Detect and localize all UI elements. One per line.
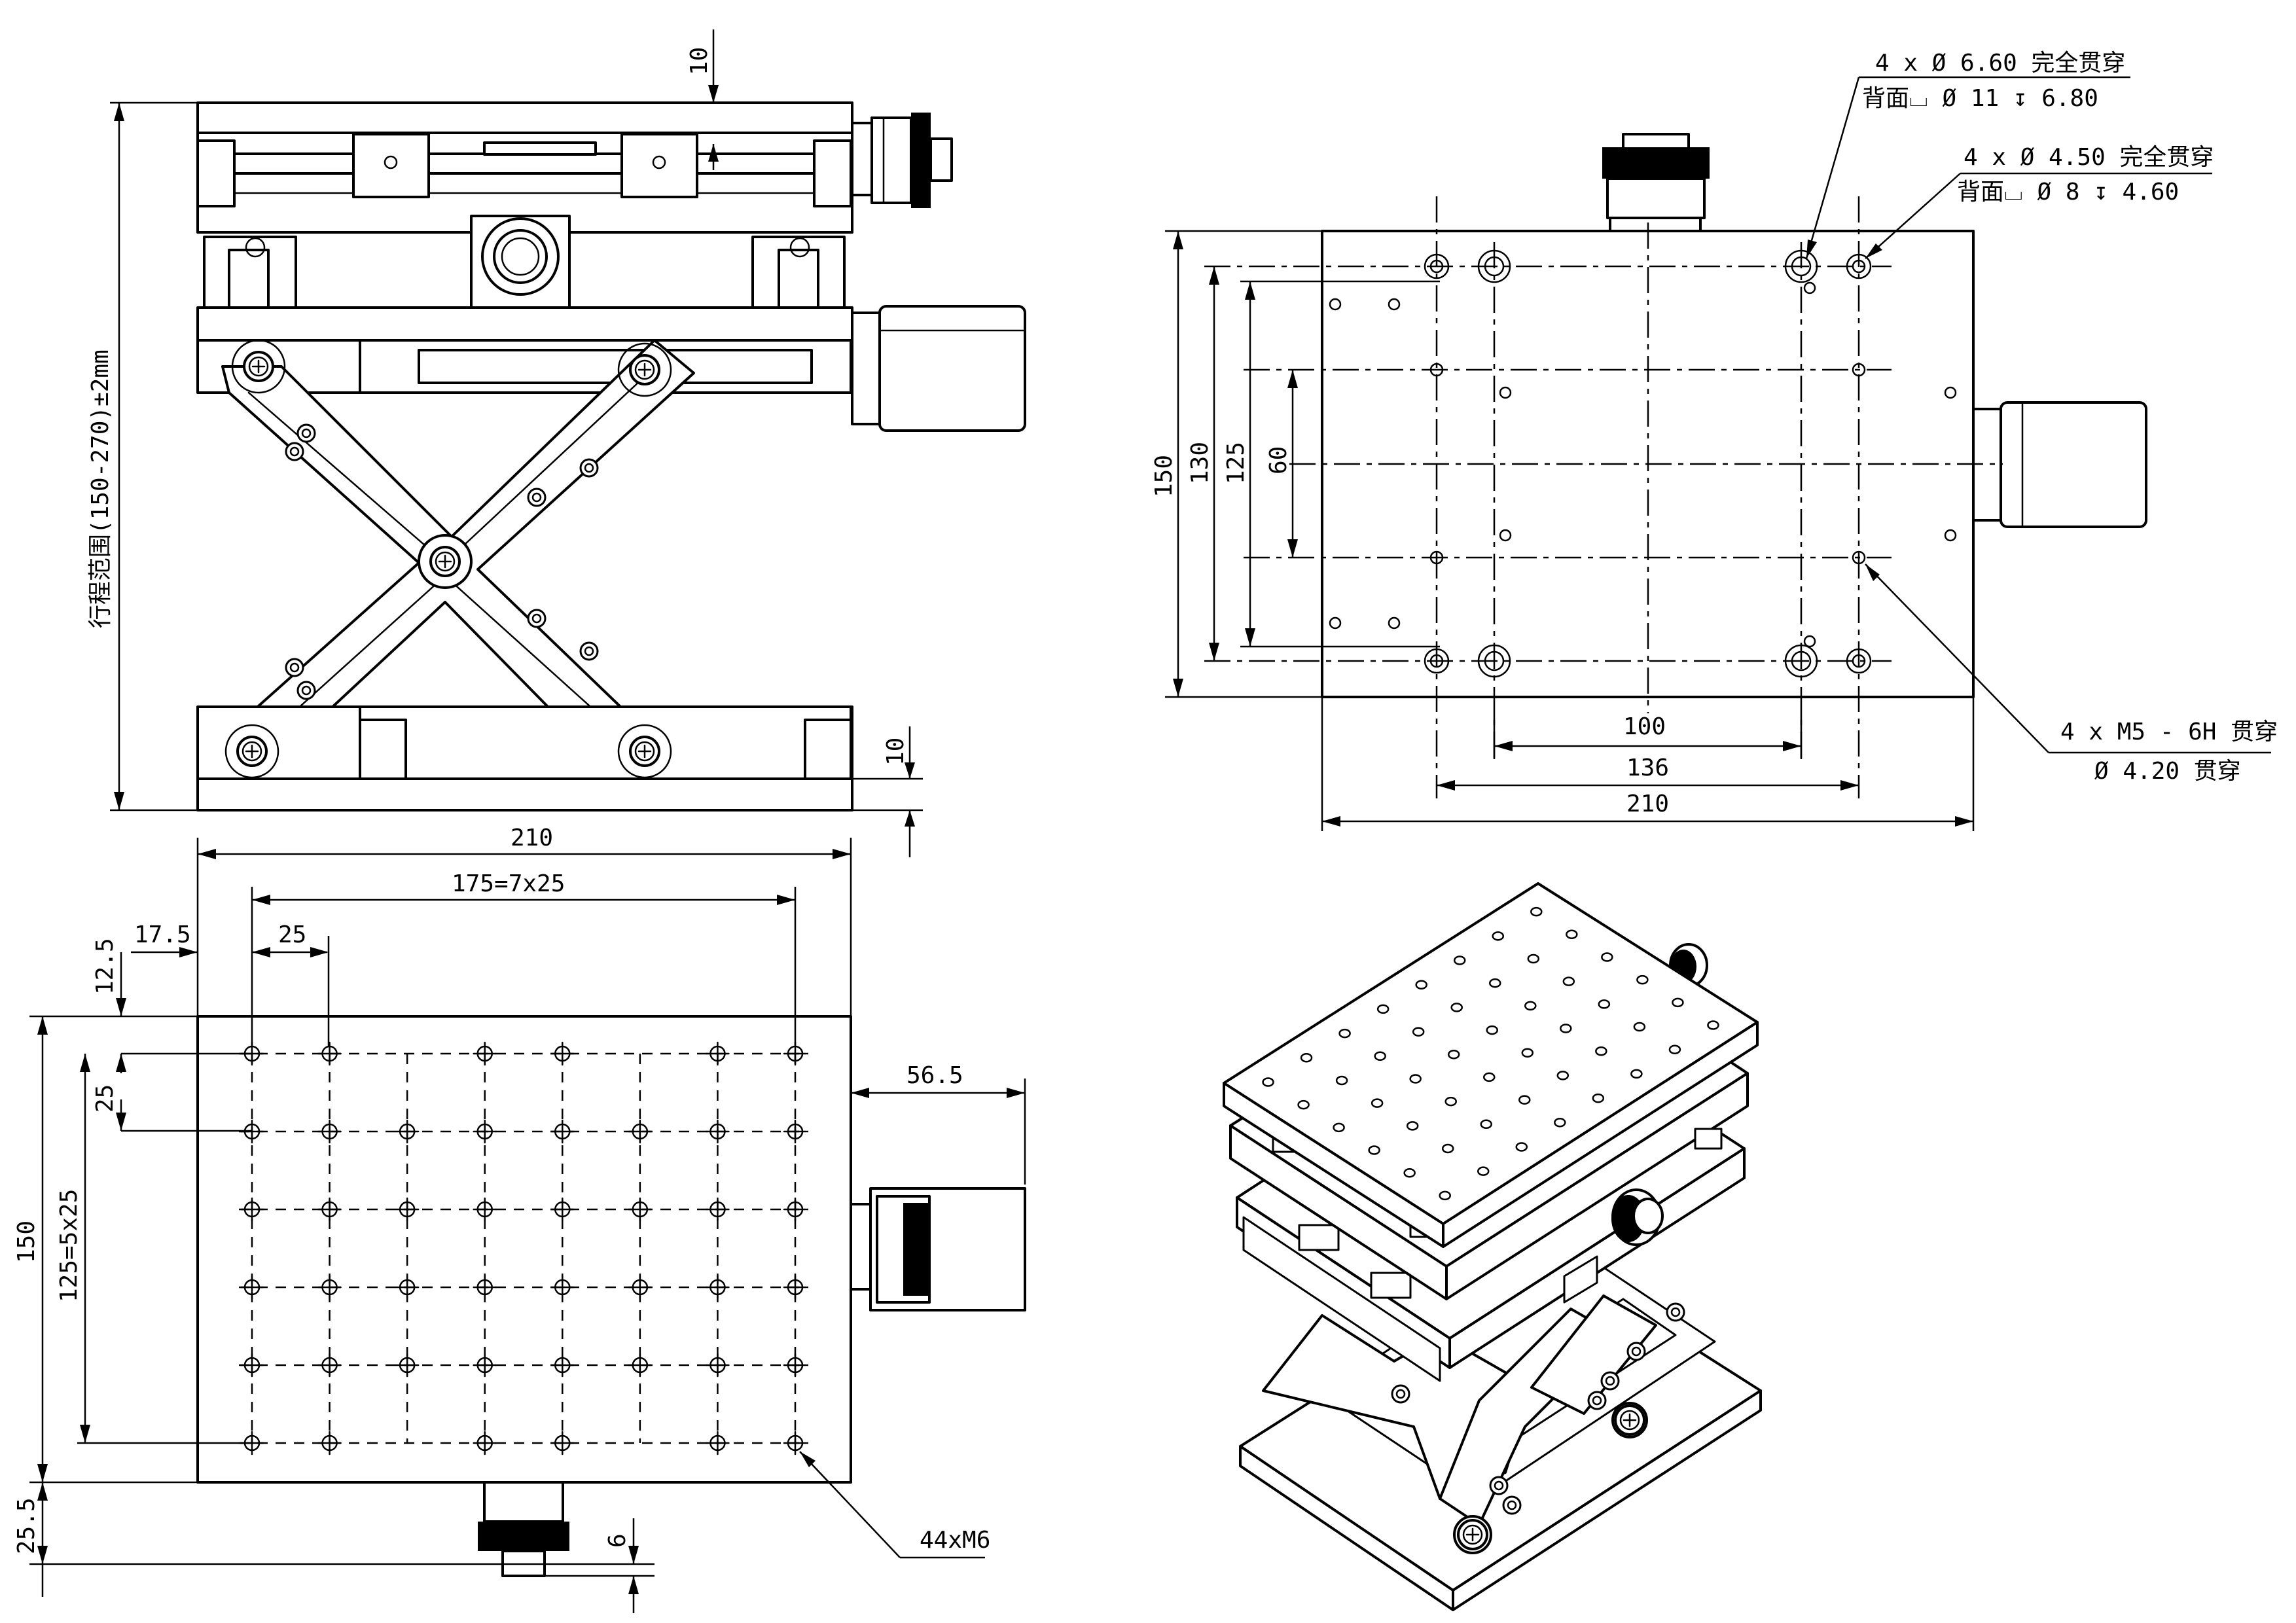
iso-plate-hole [1338,1028,1351,1039]
iso-plate-hole [1439,1190,1451,1201]
iso-plate-hole [1335,1075,1348,1086]
iso-plate-hole [1527,954,1540,964]
iso-plate-hole [1524,1001,1537,1011]
counterbore-holes-660 [1477,249,1818,678]
iso-plate-hole [1368,1145,1380,1155]
iso-plate-hole [1556,1071,1570,1080]
dim-v-60: 60 [1265,446,1292,474]
dim-width-210: 210 [511,825,553,851]
iso-plate-hole [1521,1048,1534,1058]
top-view-mount-holes: 150 130 125 60 100 136 210 4 x Ø 6.60 完全… [1151,50,2278,831]
iso-plate-hole [1262,1077,1274,1087]
dim-bottom-10: 10 [882,738,909,766]
dim-v-130: 130 [1187,442,1213,484]
iso-plate-hole [1412,1027,1425,1037]
iso-plate-hole [1636,974,1649,985]
iso-plate-hole [1447,1050,1460,1060]
iso-plate-hole [1300,1053,1313,1063]
dim-step-x: 25 [278,921,306,948]
callout-450-line1: 4 x Ø 4.50 完全贯穿 [1964,144,2214,171]
iso-plate-hole [1480,1119,1492,1130]
m5-holes [1429,363,1866,565]
iso-plate-hole [1595,1046,1607,1056]
dim-pitch-y: 125=5x25 [56,1189,82,1302]
iso-plate-hole [1566,929,1578,940]
dim-knob-side: 56.5 [906,1062,963,1089]
iso-plate-hole [1441,1143,1454,1154]
dim-edge-x: 17.5 [134,921,191,948]
callout-m5-line2: Ø 4.20 贯穿 [2094,758,2241,785]
dim-height-150: 150 [13,1221,40,1263]
iso-plate-hole [1489,978,1501,988]
dim-knob-small: 6 [604,1533,631,1548]
iso-plate-hole [1592,1093,1605,1103]
dim-h-136: 136 [1626,755,1669,781]
callout-450-line2: 背面⌴ Ø 8 ↧ 4.60 [1957,179,2179,205]
iso-plate-hole [1415,980,1427,990]
iso-plate-hole [1633,1022,1646,1032]
front-view: 10 10 行程范围(150-270)±2mm [87,29,1026,857]
iso-plate-hole [1518,1095,1531,1105]
dim-v-125: 125 [1223,442,1249,484]
iso-plate-hole [1560,1024,1572,1033]
dim-travel-range: 行程范围(150-270)±2mm [87,349,114,628]
iso-plate-hole [1554,1118,1566,1128]
iso-plate-hole [1707,1020,1719,1030]
callout-660-line2: 背面⌴ Ø 11 ↧ 6.80 [1862,85,2098,112]
iso-plate-hole [1444,1096,1457,1107]
dim-h-210: 210 [1626,791,1669,817]
iso-top-plate-holes [1262,906,1719,1201]
iso-plate-hole [1453,955,1466,965]
iso-plate-hole [1371,1098,1384,1108]
iso-plate-hole [1374,1051,1386,1061]
iso-plate-hole [1482,1072,1496,1082]
dim-step-y: 25 [92,1084,118,1113]
dim-pitch-x: 175=7x25 [452,870,565,897]
callout-44xm6: 44xM6 [920,1527,990,1554]
dim-edge-y: 12.5 [92,938,118,995]
iso-plate-hole [1403,1168,1416,1178]
isometric-view [1223,882,1762,1611]
iso-plate-hole [1477,1166,1490,1176]
iso-plate-hole [1562,976,1575,986]
iso-plate-hole [1376,1004,1390,1014]
iso-plate-hole [1492,931,1505,941]
dim-top-10: 10 [686,47,713,75]
iso-plate-hole [1486,1025,1499,1035]
iso-plate-hole [1450,1003,1463,1012]
iso-plate-hole [1406,1121,1419,1131]
iso-plate-hole [1297,1099,1310,1110]
iso-plate-hole [1668,1044,1681,1054]
iso-plate-hole [1333,1122,1345,1133]
dim-v-150: 150 [1151,455,1177,497]
iso-plate-hole [1515,1142,1528,1152]
dim-h-100: 100 [1623,713,1666,740]
iso-plate-hole [1598,999,1611,1009]
counterbore-holes-450 [1424,253,1872,674]
iso-plate-hole [1530,906,1543,917]
callout-m5-line1: 4 x M5 - 6H 贯穿 [2060,719,2278,745]
iso-plate-hole [1601,952,1613,962]
iso-plate-hole [1672,997,1684,1008]
top-view-hole-grid: 210 175=7x25 17.5 25 12.5 25 15 [13,825,1026,1613]
iso-plate-hole [1630,1069,1643,1079]
callout-660-line1: 4 x Ø 6.60 完全贯穿 [1875,50,2125,77]
dim-knob-front: 25.5 [13,1497,40,1554]
iso-plate-hole [1409,1074,1422,1084]
